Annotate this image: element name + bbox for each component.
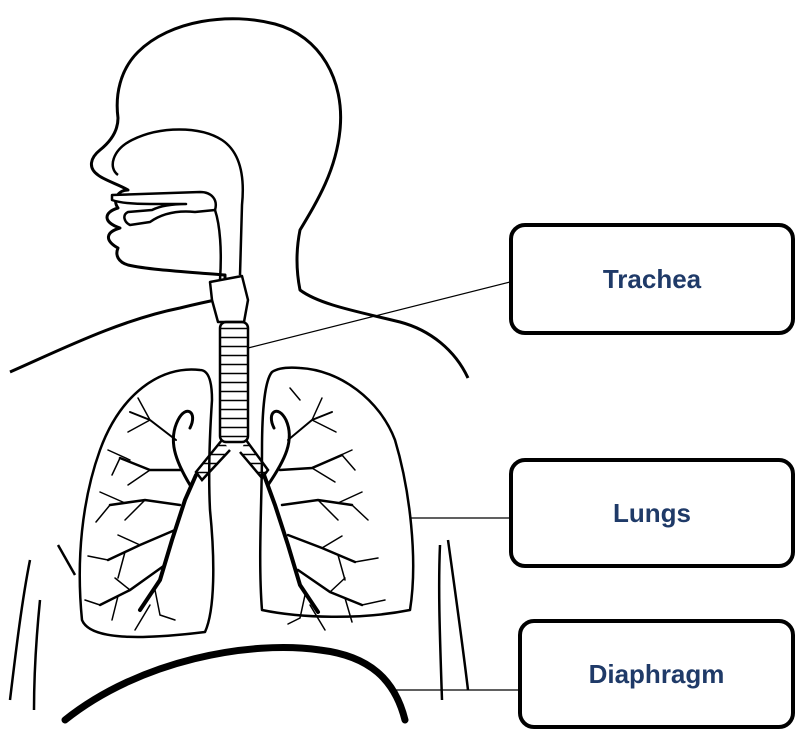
right-rib-line [448, 540, 468, 690]
right-body-side [439, 545, 442, 700]
oral-cavity [112, 192, 216, 225]
lungs-label-box: Lungs [509, 458, 795, 568]
left-rib-tick [58, 545, 75, 575]
left-rib-line [10, 560, 30, 700]
right-lung [260, 368, 413, 617]
diaphragm-label-box: Diaphragm [518, 619, 795, 729]
right-bronchial-tree [264, 388, 385, 630]
left-body-side [34, 600, 40, 710]
trachea-label: Trachea [603, 264, 701, 295]
trachea [220, 322, 248, 442]
left-bronchial-tree [85, 398, 196, 630]
trachea-label-box: Trachea [509, 223, 795, 335]
trachea-leader-line [248, 282, 510, 348]
diaphragm-label: Diaphragm [589, 659, 725, 690]
left-main-bronchus [196, 440, 230, 480]
larynx [210, 276, 248, 322]
right-main-bronchus [240, 440, 268, 478]
pharynx [215, 210, 221, 280]
diaphragm [65, 648, 405, 720]
lungs-label: Lungs [613, 498, 691, 529]
